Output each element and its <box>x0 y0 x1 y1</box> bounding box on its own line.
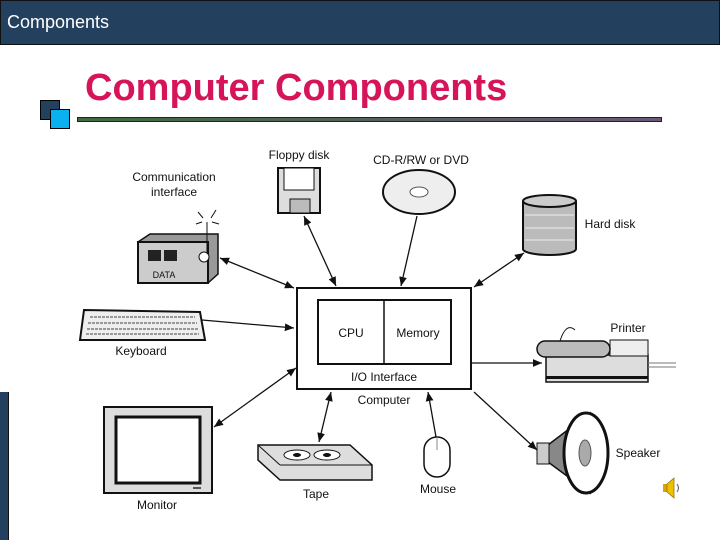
title-underline <box>77 117 662 122</box>
printer-icon <box>536 327 676 383</box>
mouse-icon <box>423 436 451 478</box>
slide-title: Computer Components <box>85 67 508 109</box>
arrow-floppy <box>303 215 337 287</box>
tape-label: Tape <box>303 487 329 501</box>
arrow-monitor <box>213 367 297 428</box>
cd-label: CD-R/RW or DVD <box>373 153 469 167</box>
cpu-label: CPU <box>338 326 363 340</box>
keyboard-label: Keyboard <box>115 344 166 358</box>
tape-icon <box>257 444 373 481</box>
arrow-comm <box>219 257 295 289</box>
memory-label: Memory <box>396 326 439 340</box>
communication-interface-icon: DATA <box>136 209 220 284</box>
arrow-speaker <box>473 391 538 451</box>
cd-dvd-icon <box>382 169 456 215</box>
decor-square-blue <box>50 109 70 129</box>
floppy-label: Floppy disk <box>269 148 331 162</box>
comm-label-line1: Communication <box>132 170 215 184</box>
hard-disk-label: Hard disk <box>585 217 637 231</box>
computer-label: Computer <box>358 393 411 407</box>
arrow-keyboard <box>201 319 295 332</box>
printer-label: Printer <box>610 321 645 335</box>
arrow-tape <box>317 391 333 443</box>
hard-disk-icon <box>522 194 577 256</box>
monitor-label: Monitor <box>137 498 177 512</box>
slide-header-bar: Components <box>0 0 720 45</box>
arrow-harddisk <box>473 252 525 288</box>
keyboard-icon <box>78 308 207 341</box>
monitor-icon <box>103 406 213 494</box>
floppy-disk-icon <box>277 167 321 214</box>
speaker-label: Speaker <box>616 446 661 460</box>
left-edge-bar <box>0 392 9 540</box>
mouse-label: Mouse <box>420 482 456 496</box>
speaker-sound-icon[interactable] <box>663 477 679 499</box>
arrow-mouse <box>425 391 437 438</box>
speaker-device-icon <box>536 411 610 495</box>
data-port-label: DATA <box>153 270 176 280</box>
arrow-cd <box>399 215 418 287</box>
comm-label-line2: interface <box>151 185 197 199</box>
connection-arrows <box>201 215 542 451</box>
io-interface-label: I/O Interface <box>351 370 417 384</box>
computer-box: CPU Memory I/O Interface <box>296 287 472 390</box>
header-title: Components <box>7 12 110 32</box>
